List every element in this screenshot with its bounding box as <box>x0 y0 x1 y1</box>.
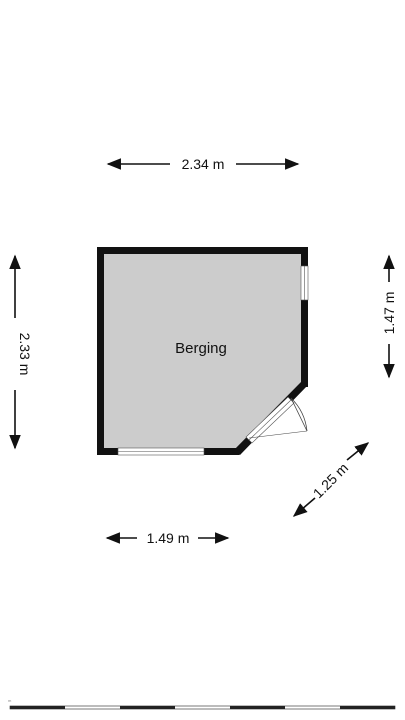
scale-bar-label: m <box>8 698 12 703</box>
room-floor <box>98 248 308 453</box>
room-label: Berging <box>175 340 227 357</box>
dimension-right-label: 1.47 m <box>381 292 397 335</box>
dimension-top-label: 2.34 m <box>182 156 225 172</box>
dimension-bottom: 1.49 m <box>105 530 230 546</box>
wall-top <box>97 247 308 254</box>
dimension-bottom-label: 1.49 m <box>147 530 190 546</box>
dimension-diagonal-label: 1.25 m <box>310 460 352 502</box>
window-bottom <box>117 447 205 456</box>
dimension-left: 2.33 m <box>9 254 33 450</box>
scale-bar: m <box>8 698 396 710</box>
dimension-right: 1.47 m <box>381 254 397 379</box>
dimension-top: 2.34 m <box>106 156 300 172</box>
door-diagonal <box>245 396 308 444</box>
dimension-left-label: 2.33 m <box>17 333 33 376</box>
wall-right <box>301 247 308 387</box>
window-right <box>300 265 309 301</box>
dimension-diagonal: 1.25 m <box>292 442 370 517</box>
wall-left <box>97 247 104 455</box>
